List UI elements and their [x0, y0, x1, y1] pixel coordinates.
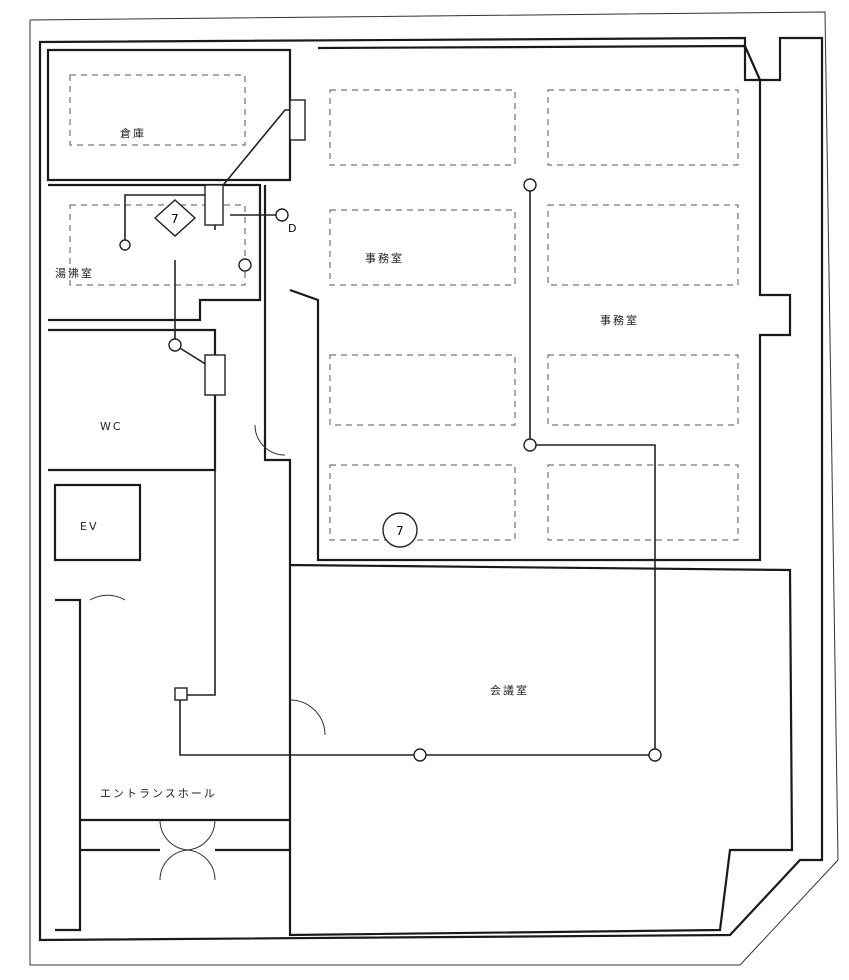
room-label-entrance-hall: エントランスホール	[100, 787, 217, 800]
circle-marker-label: 7	[396, 524, 404, 538]
office-ceiling-grid	[69, 74, 739, 541]
meeting-room-wall	[288, 563, 794, 937]
wc-wall	[48, 328, 217, 472]
room-label-meeting: 会議室	[490, 684, 529, 697]
doors	[89, 424, 326, 881]
outer-wall	[38, 36, 824, 942]
left-wing-wall	[46, 48, 292, 182]
room-label-kitchen: 湯沸室	[55, 267, 94, 280]
distribution-board-label: 7	[171, 212, 179, 226]
entrance-wall	[55, 598, 290, 932]
room-label-office-large: 事務室	[600, 314, 639, 327]
room-label-ev: EV	[80, 520, 99, 533]
panel-tag: D	[288, 222, 296, 235]
room-label-storage: 倉庫	[120, 127, 146, 140]
ev-wall	[53, 483, 142, 562]
office-wall	[289, 44, 792, 562]
room-label-wc: WC	[100, 420, 123, 433]
fixtures	[119, 99, 662, 762]
site-boundary	[29, 11, 839, 966]
room-label-office-small: 事務室	[365, 252, 404, 265]
corridor-wall	[263, 185, 292, 565]
